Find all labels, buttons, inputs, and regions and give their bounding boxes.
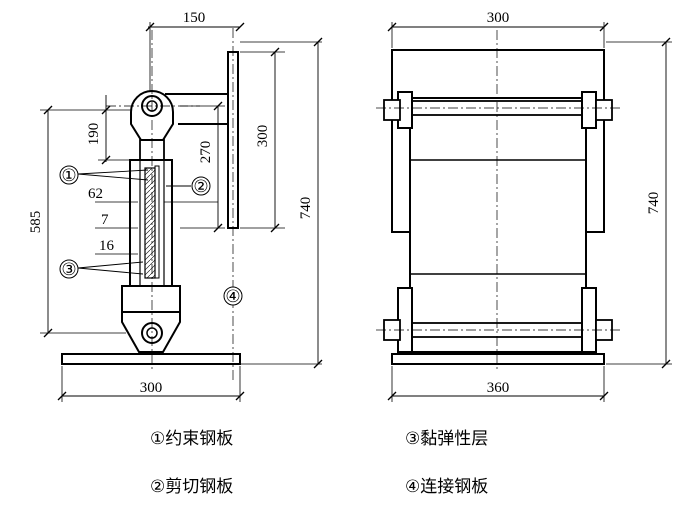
marker-3-circle xyxy=(59,259,79,279)
front-bottom-lug-right xyxy=(581,287,597,353)
marker-3: ③ xyxy=(61,260,76,280)
front-dimension-ticks xyxy=(387,22,671,401)
side-top-arm xyxy=(165,93,229,125)
dim-confine-7: 7 xyxy=(101,212,109,228)
side-viscoelastic-layer xyxy=(144,167,156,279)
side-dimension-ticks xyxy=(43,22,323,401)
front-dimension-lines xyxy=(392,26,667,397)
marker-4: ④ xyxy=(225,287,240,307)
side-leaders xyxy=(77,169,234,297)
side-shear-plate xyxy=(154,165,160,279)
front-top-nut-left xyxy=(383,99,401,121)
front-dimension-labels: 300 740 360 xyxy=(487,10,662,396)
dim-shear-16: 16 xyxy=(99,238,115,254)
dim-upper-190: 190 xyxy=(86,123,102,146)
legend-item-confining-plate: ①约束钢板 xyxy=(150,429,234,449)
dim-pin-270: 270 xyxy=(198,141,214,164)
side-marker-circles xyxy=(59,165,243,306)
dim-total-740: 740 xyxy=(298,197,314,220)
legend-item-shear-plate: ②剪切钢板 xyxy=(150,477,234,497)
front-centerlines xyxy=(376,30,620,372)
side-marker-labels: ① ② ③ ④ xyxy=(61,166,240,307)
legend-item-connection-plate: ④连接钢板 xyxy=(405,477,489,497)
marker-1-circle xyxy=(59,165,79,185)
front-dim-base-360: 360 xyxy=(487,380,510,396)
side-extension-lines xyxy=(40,22,322,402)
front-base-plate xyxy=(391,353,605,365)
front-view xyxy=(376,22,672,402)
marker-4-circle xyxy=(223,286,243,306)
front-face-plate xyxy=(409,97,587,353)
side-base-plate xyxy=(61,353,241,365)
marker-2-circle xyxy=(191,176,211,196)
marker-2: ② xyxy=(193,177,208,197)
dim-plate-300: 300 xyxy=(255,125,271,148)
side-dimension-lines xyxy=(47,26,319,397)
dim-top-width-150: 150 xyxy=(183,10,206,26)
front-dim-top-300: 300 xyxy=(487,10,510,26)
dim-left-height-585: 585 xyxy=(28,211,44,234)
front-top-nut-right xyxy=(595,99,613,121)
side-bottom-block xyxy=(121,285,181,313)
front-face-divisions xyxy=(410,159,586,275)
front-dim-total-740: 740 xyxy=(646,192,662,215)
side-dimension-labels: 150 585 190 270 300 740 62 7 16 300 xyxy=(28,10,314,396)
marker-1: ① xyxy=(61,166,76,186)
front-top-lug-right xyxy=(581,91,597,129)
side-view xyxy=(40,22,323,402)
dim-base-300: 300 xyxy=(140,380,163,396)
legend-item-viscoelastic-layer: ③黏弹性层 xyxy=(405,429,489,449)
side-bottom-clevis xyxy=(121,311,181,353)
dim-rubber-62: 62 xyxy=(88,186,103,202)
